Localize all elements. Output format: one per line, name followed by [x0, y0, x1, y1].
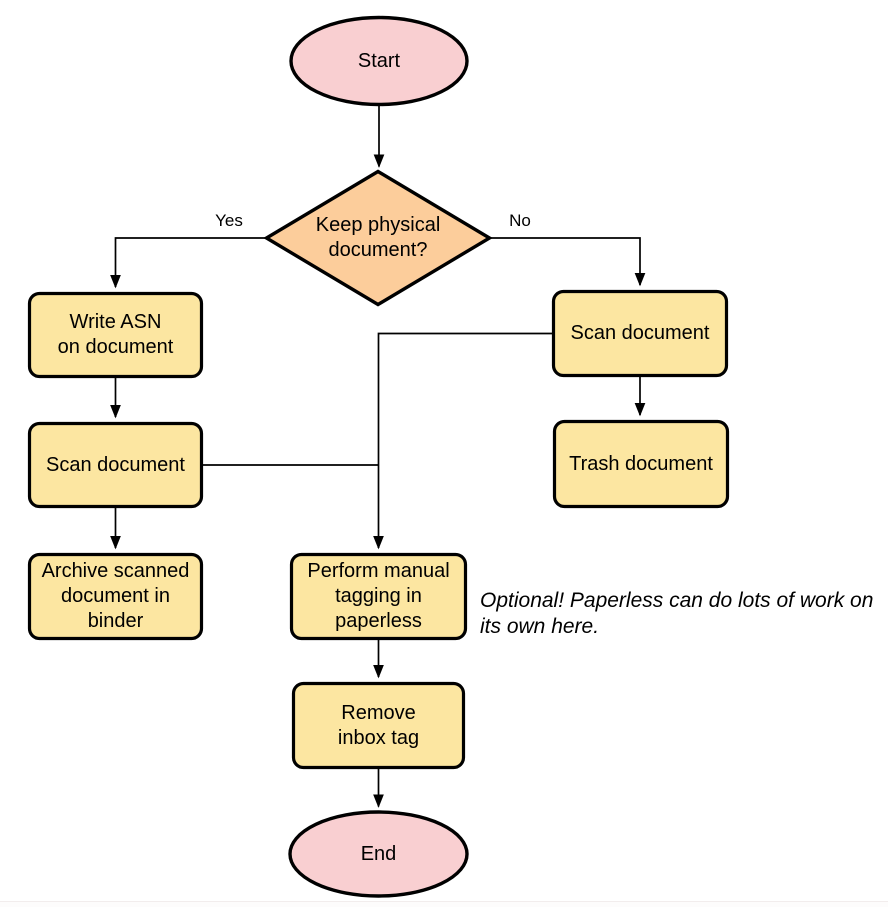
- node-trash-shape: [552, 419, 730, 509]
- node-scan-right-shape: [551, 289, 729, 378]
- node-archive-shape: [27, 552, 204, 641]
- node-remove-inbox-shape: [291, 681, 466, 770]
- optional-note: Optional! Paperless can do lots of work …: [480, 589, 874, 639]
- node-write-asn-shape: [27, 291, 204, 379]
- bottom-divider: [0, 901, 888, 907]
- node-decision-shape: [263, 169, 493, 307]
- node-end-shape: [288, 810, 469, 898]
- node-start-shape: [289, 15, 469, 107]
- node-tagging-shape: [289, 552, 468, 641]
- node-scan-left-shape: [27, 421, 204, 509]
- edge-scan-right-to-tagging: [373, 332, 552, 550]
- edge-decision-yes-to-write-asn: [110, 237, 266, 289]
- edge-decision-no-to-scan-right: [490, 237, 646, 287]
